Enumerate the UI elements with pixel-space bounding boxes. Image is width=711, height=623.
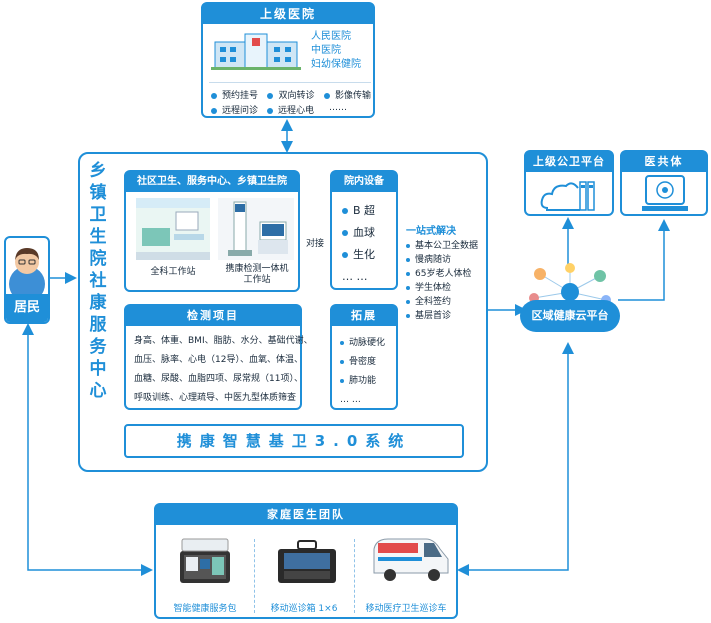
service-item: 影像传输 [323, 88, 371, 101]
inspection-line: 血糖、尿酸、血脂四项、尿常规（11项）、 [134, 374, 303, 384]
service-item: 预约挂号 [211, 88, 258, 101]
solution-item: 慢病随访 [406, 253, 490, 267]
system-name: 携康智慧基卫3.0系统 [176, 432, 412, 450]
solution-item: 全科签约 [406, 295, 490, 309]
solution-item: 基本公卫全数据 [406, 239, 490, 253]
family-item-label: 移动巡诊箱 1×6 [270, 604, 338, 614]
inspection-title: 检测项目 [126, 306, 300, 326]
resident-panel: 居民 [4, 236, 50, 324]
mobile-case-icon [278, 540, 336, 583]
inspection-line: 呼吸训练、心理疏导、中医九型体质筛查 [134, 393, 297, 403]
dock-label: 对接 [306, 239, 325, 249]
inspection-line: 血压、脉率、心电（12导）、血氧、体温、 [134, 355, 303, 365]
solution-title: 一站式解决 [406, 226, 456, 237]
medical-device-icon [642, 175, 688, 211]
equipment-panel: 院内设备 B 超 血球 生化 … … [330, 170, 398, 290]
family-item-label: 智能健康服务包 [173, 604, 237, 614]
service-item: 远程问诊 [211, 103, 267, 116]
center-vertical-title: 乡 镇 卫 生 院 社 康 服 务 中 心 [89, 161, 107, 401]
regional-cloud-platform: 区域健康云平台 [520, 262, 620, 342]
expand-item: … … [340, 395, 361, 405]
station-panel: 社区卫生、服务中心、乡镇卫生院 全科工作站 携康检测一体机 工作站 [124, 170, 300, 292]
public-health-platform: 上级公卫平台 [524, 150, 614, 216]
cloud-server-icon [540, 181, 595, 211]
workstation-image-icon [136, 198, 210, 260]
family-team-panel: 家庭医生团队 智能健康服务包 移动巡诊箱 1×6 移动医疗卫生巡诊车 [154, 503, 458, 619]
service-item: 远程心电 [267, 103, 329, 116]
family-team-title: 家庭医生团队 [156, 505, 456, 525]
solution-item: 学生体检 [406, 281, 490, 295]
resident-label: 居民 [6, 294, 48, 322]
equipment-item: … … [342, 270, 368, 283]
solution-item: 65岁老人体检 [406, 267, 490, 281]
medical-vehicle-icon [373, 538, 449, 581]
equipment-item: 生化 [342, 244, 375, 266]
expand-item: 骨密度 [340, 353, 385, 372]
upper-hospital-panel: 上级医院 人民医院 中医院 妇幼保健院 预约挂号 双向转诊 影像传输 远程问诊 … [201, 2, 375, 118]
resident-avatar-icon [9, 248, 45, 294]
expand-title: 拓展 [332, 306, 396, 326]
family-item-label: 移动医疗卫生巡诊车 [365, 604, 447, 614]
station-item-label: 携康检测一体机 工作站 [225, 264, 289, 285]
inspection-panel: 检测项目 身高、体重、BMI、脂肪、水分、基础代谢、 血压、脉率、心电（12导）… [124, 304, 313, 410]
expand-item: 动脉硬化 [340, 334, 385, 353]
expand-panel: 拓展 动脉硬化 骨密度 肺功能 … … [330, 304, 398, 410]
solution-list: 一站式解决 基本公卫全数据 慢病随访 65岁老人体检 学生体检 全科签约 基层首… [406, 222, 490, 323]
inspection-line: 身高、体重、BMI、脂肪、水分、基础代谢、 [134, 336, 313, 346]
service-item: …… [329, 103, 347, 113]
equipment-title: 院内设备 [332, 172, 396, 192]
solution-item: 基层首诊 [406, 309, 490, 323]
hospital-name: 人民医院 [311, 31, 351, 42]
expand-item: 肺功能 [340, 372, 385, 391]
equipment-item: B 超 [342, 200, 375, 222]
detection-machine-image-icon [218, 198, 294, 260]
hospital-name: 妇幼保健院 [311, 59, 361, 70]
upper-hospital-title: 上级医院 [203, 4, 373, 24]
medical-union-panel: 医共体 [620, 150, 708, 216]
station-title: 社区卫生、服务中心、乡镇卫生院 [126, 172, 298, 192]
public-health-title: 上级公卫平台 [526, 152, 612, 172]
station-item-label: 全科工作站 [150, 267, 196, 277]
equipment-item: 血球 [342, 222, 375, 244]
hospital-name: 中医院 [311, 45, 341, 56]
cloud-label: 区域健康云平台 [520, 300, 620, 332]
health-kit-icon [180, 538, 230, 583]
service-item: 双向转诊 [267, 88, 315, 101]
hospital-building-icon [211, 33, 301, 70]
system-name-banner: 携康智慧基卫3.0系统 [124, 424, 464, 458]
medical-union-title: 医共体 [622, 152, 706, 172]
